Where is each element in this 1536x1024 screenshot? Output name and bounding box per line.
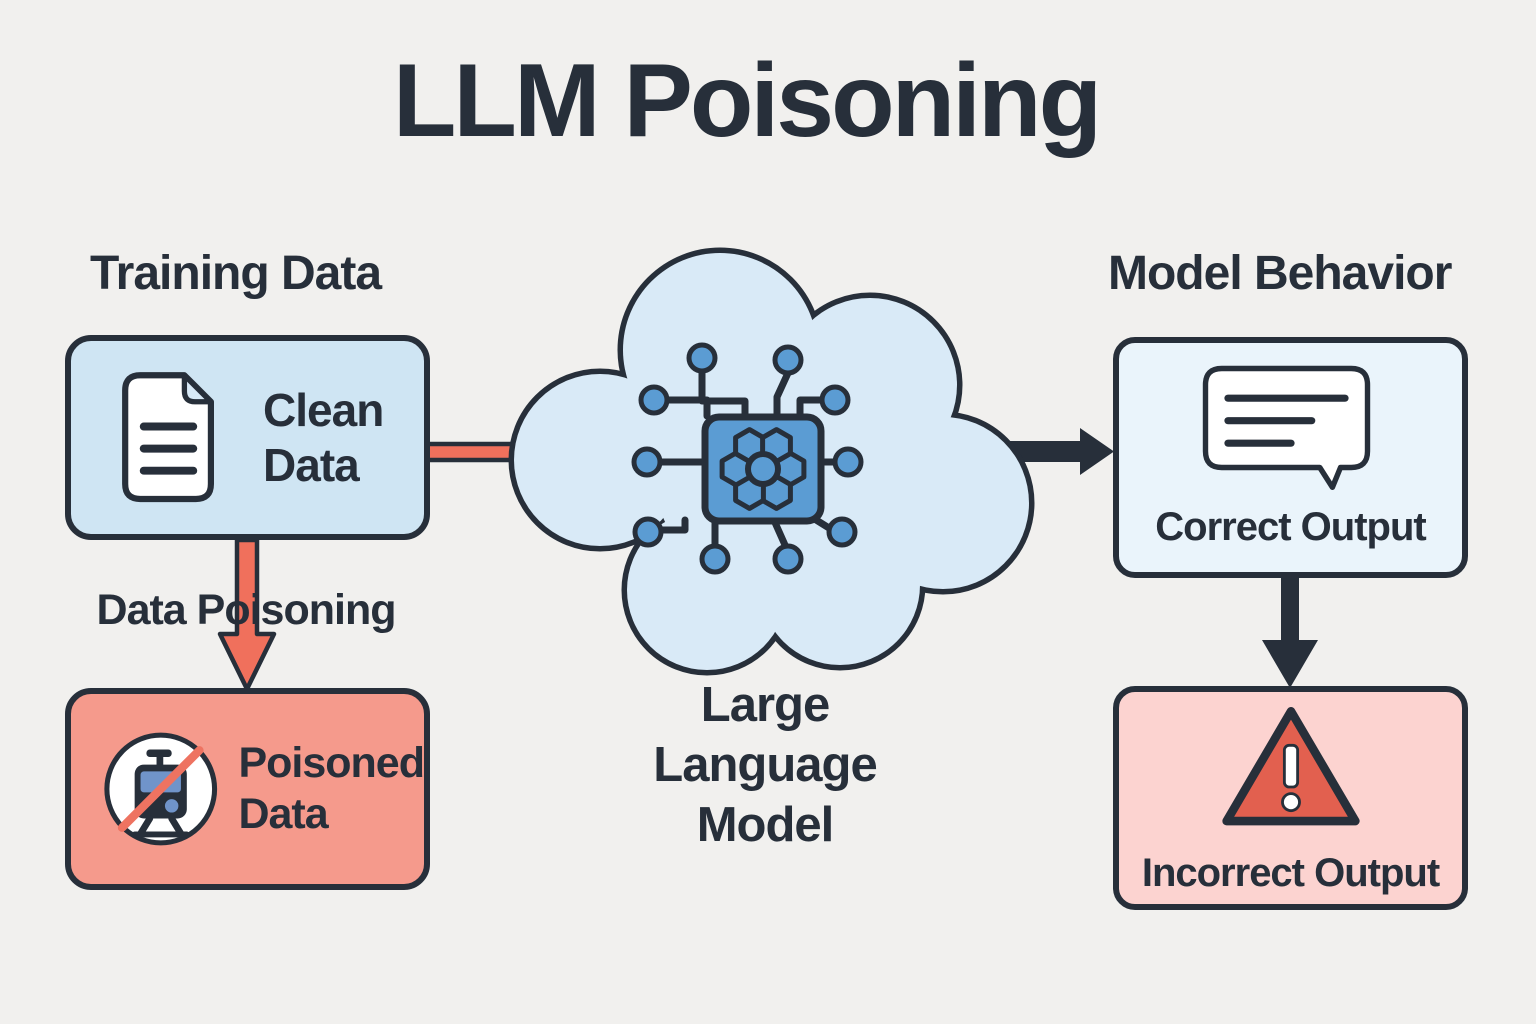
data-poisoning-label: Data Poisoning <box>96 586 397 634</box>
chat-bubble-icon <box>1202 365 1370 490</box>
incorrect-output-box: Incorrect Output <box>1113 686 1468 910</box>
clean-data-label: Clean Data <box>263 384 384 491</box>
training-data-heading: Training Data <box>90 247 382 300</box>
clean-data-box: Clean Data <box>65 335 430 540</box>
model-behavior-heading: Model Behavior <box>1108 247 1452 300</box>
page-title: LLM Poisoning <box>392 43 1102 159</box>
correct-output-box: Correct Output <box>1113 337 1468 578</box>
correct-output-label: Correct Output <box>1155 504 1426 549</box>
incorrect-output-label: Incorrect Output <box>1141 851 1440 896</box>
poisoned-data-label: Poisoned Data <box>238 739 425 838</box>
poisoned-data-box: Poisoned Data <box>65 688 430 890</box>
no-train-icon <box>104 732 218 846</box>
circuit-nodes <box>631 342 864 575</box>
llm-cloud-chip-icon <box>508 247 1035 676</box>
llm-to-output-arrow <box>1010 428 1114 475</box>
llm-label: Large Language Model <box>653 678 877 852</box>
molecule-flower <box>722 430 804 509</box>
ai-chip-icon <box>631 342 864 575</box>
warning-triangle-icon <box>1221 707 1360 826</box>
correct-to-incorrect-arrow <box>1262 576 1318 688</box>
document-icon <box>122 371 215 502</box>
data-poisoning-arrow <box>217 538 277 692</box>
